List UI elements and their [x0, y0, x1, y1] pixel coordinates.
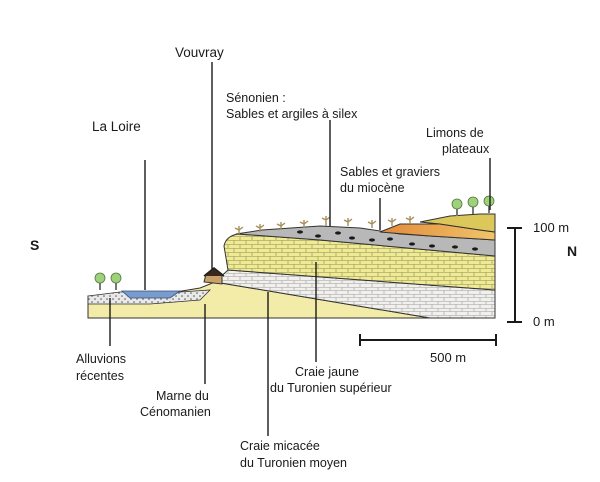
elevation-scale — [507, 227, 522, 323]
label-craie-micacee-2: du Turonien moyen — [240, 456, 347, 470]
vine-icons — [234, 216, 415, 234]
label-craie-micacee-1: Craie micacée — [240, 439, 320, 453]
tree-icon — [451, 195, 495, 216]
label-marne-2: Cénomanien — [140, 405, 211, 419]
vouvray-house — [203, 267, 225, 285]
direction-south: S — [30, 237, 39, 253]
label-limons-1: Limons de — [426, 126, 484, 140]
label-senonien-desc: Sables et argiles à silex — [226, 107, 358, 121]
craie-micacee-layer — [213, 269, 496, 319]
label-loire: La Loire — [92, 119, 141, 134]
limons-layer — [419, 213, 496, 233]
label-senonien-title: Sénonien : — [226, 91, 286, 105]
direction-north: N — [567, 243, 577, 259]
label-marne-1: Marne du — [156, 389, 209, 403]
scale-label-500m: 500 m — [430, 350, 466, 365]
loire-river — [120, 290, 182, 299]
flint-fragments — [297, 230, 478, 251]
label-alluvions-1: Alluvions — [76, 352, 126, 366]
scale-label-0m: 0 m — [533, 314, 555, 329]
label-limons-2: plateaux — [442, 142, 490, 156]
tree-icon — [94, 272, 122, 290]
label-sables-2: du miocène — [340, 181, 405, 195]
label-craie-jaune-1: Craie jaune — [295, 365, 359, 379]
label-craie-jaune-2: du Turonien supérieur — [270, 381, 392, 395]
label-alluvions-2: récentes — [76, 369, 124, 383]
leader-lines — [109, 62, 491, 436]
scale-label-100m: 100 m — [533, 220, 569, 235]
label-vouvray: Vouvray — [175, 45, 224, 60]
label-sables-1: Sables et graviers — [340, 165, 440, 179]
craie-jaune-layer — [223, 233, 496, 291]
distance-scale — [359, 334, 497, 346]
